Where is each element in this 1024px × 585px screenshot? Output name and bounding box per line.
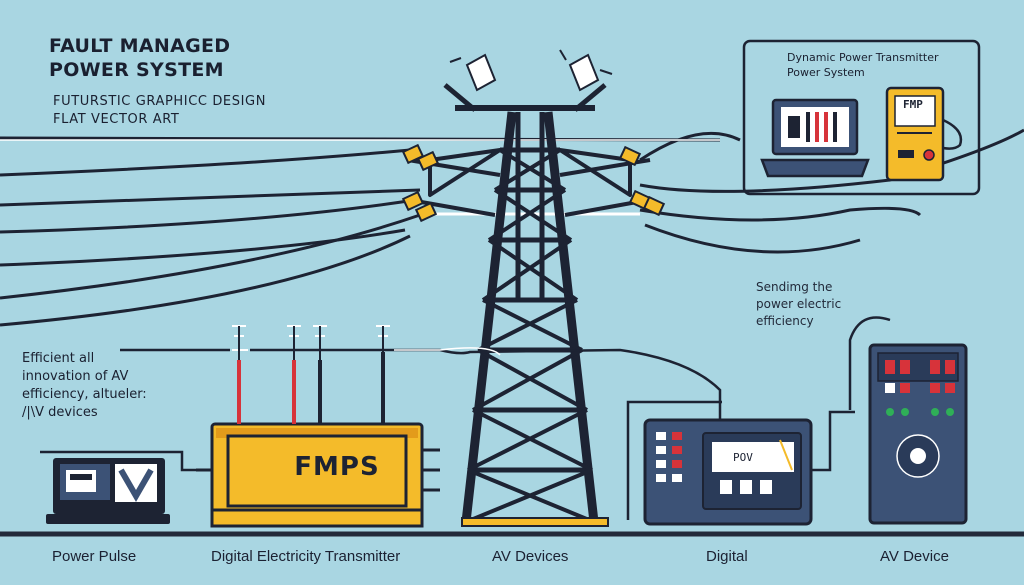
system-box-title: Dynamic Power Transmitter Power System xyxy=(787,50,939,80)
insulators xyxy=(401,143,666,223)
left-note-line1: Efficient all xyxy=(22,351,95,366)
caption-power-pulse: Power Pulse xyxy=(52,548,137,565)
page-subtitle-line1: FUTURSTIC GRAPHICC DESIGN xyxy=(53,94,267,109)
right-note: Sendimg the power electric efficiency xyxy=(756,279,841,330)
fmp-screen-text: FMP xyxy=(903,98,923,111)
left-note-line3: efficiency, altueler: xyxy=(22,387,147,402)
page-subtitle: FUTURSTIC GRAPHICC DESIGN FLAT VECTOR AR… xyxy=(53,93,266,129)
right-note-line3: efficiency xyxy=(756,314,814,328)
left-note-line2: innovation of AV xyxy=(22,369,129,384)
signal-wire xyxy=(120,348,722,424)
power-pulse-device xyxy=(46,458,170,524)
page-title-line2: POWER SYSTEM xyxy=(49,59,224,81)
digital-device-screen-text: POV xyxy=(733,451,753,464)
power-lines xyxy=(0,128,1024,327)
fmps-unit xyxy=(40,422,440,528)
tower-base xyxy=(461,517,609,527)
caption-av-device: AV Device xyxy=(880,548,949,565)
av-device xyxy=(848,316,968,525)
page-title: FAULT MANAGED POWER SYSTEM xyxy=(49,34,230,82)
signal-emitters xyxy=(449,49,613,92)
laptop-icon xyxy=(760,98,870,178)
fmps-label: FMPS xyxy=(294,452,380,482)
digital-device xyxy=(626,400,855,526)
caption-av-devices: AV Devices xyxy=(492,548,569,565)
fmp-device-icon xyxy=(885,86,963,182)
page-title-line1: FAULT MANAGED xyxy=(49,35,231,57)
transmission-tower xyxy=(407,83,651,524)
caption-digital: Digital xyxy=(706,548,748,565)
system-box-frame xyxy=(742,39,981,196)
right-note-line2: power electric xyxy=(756,297,842,311)
page-subtitle-line2: FLAT VECTOR ART xyxy=(53,112,180,127)
fmps-posts xyxy=(232,325,390,424)
signal-wire-highlight xyxy=(394,347,501,356)
left-note: Efficient all innovation of AV efficienc… xyxy=(22,350,147,422)
system-box-title-line1: Dynamic Power Transmitter xyxy=(787,51,939,64)
left-note-line4: /|\V devices xyxy=(22,405,98,420)
caption-digital-electricity-transmitter: Digital Electricity Transmitter xyxy=(211,548,401,565)
right-note-line1: Sendimg the xyxy=(756,280,833,294)
system-box-title-line2: Power System xyxy=(787,66,865,79)
